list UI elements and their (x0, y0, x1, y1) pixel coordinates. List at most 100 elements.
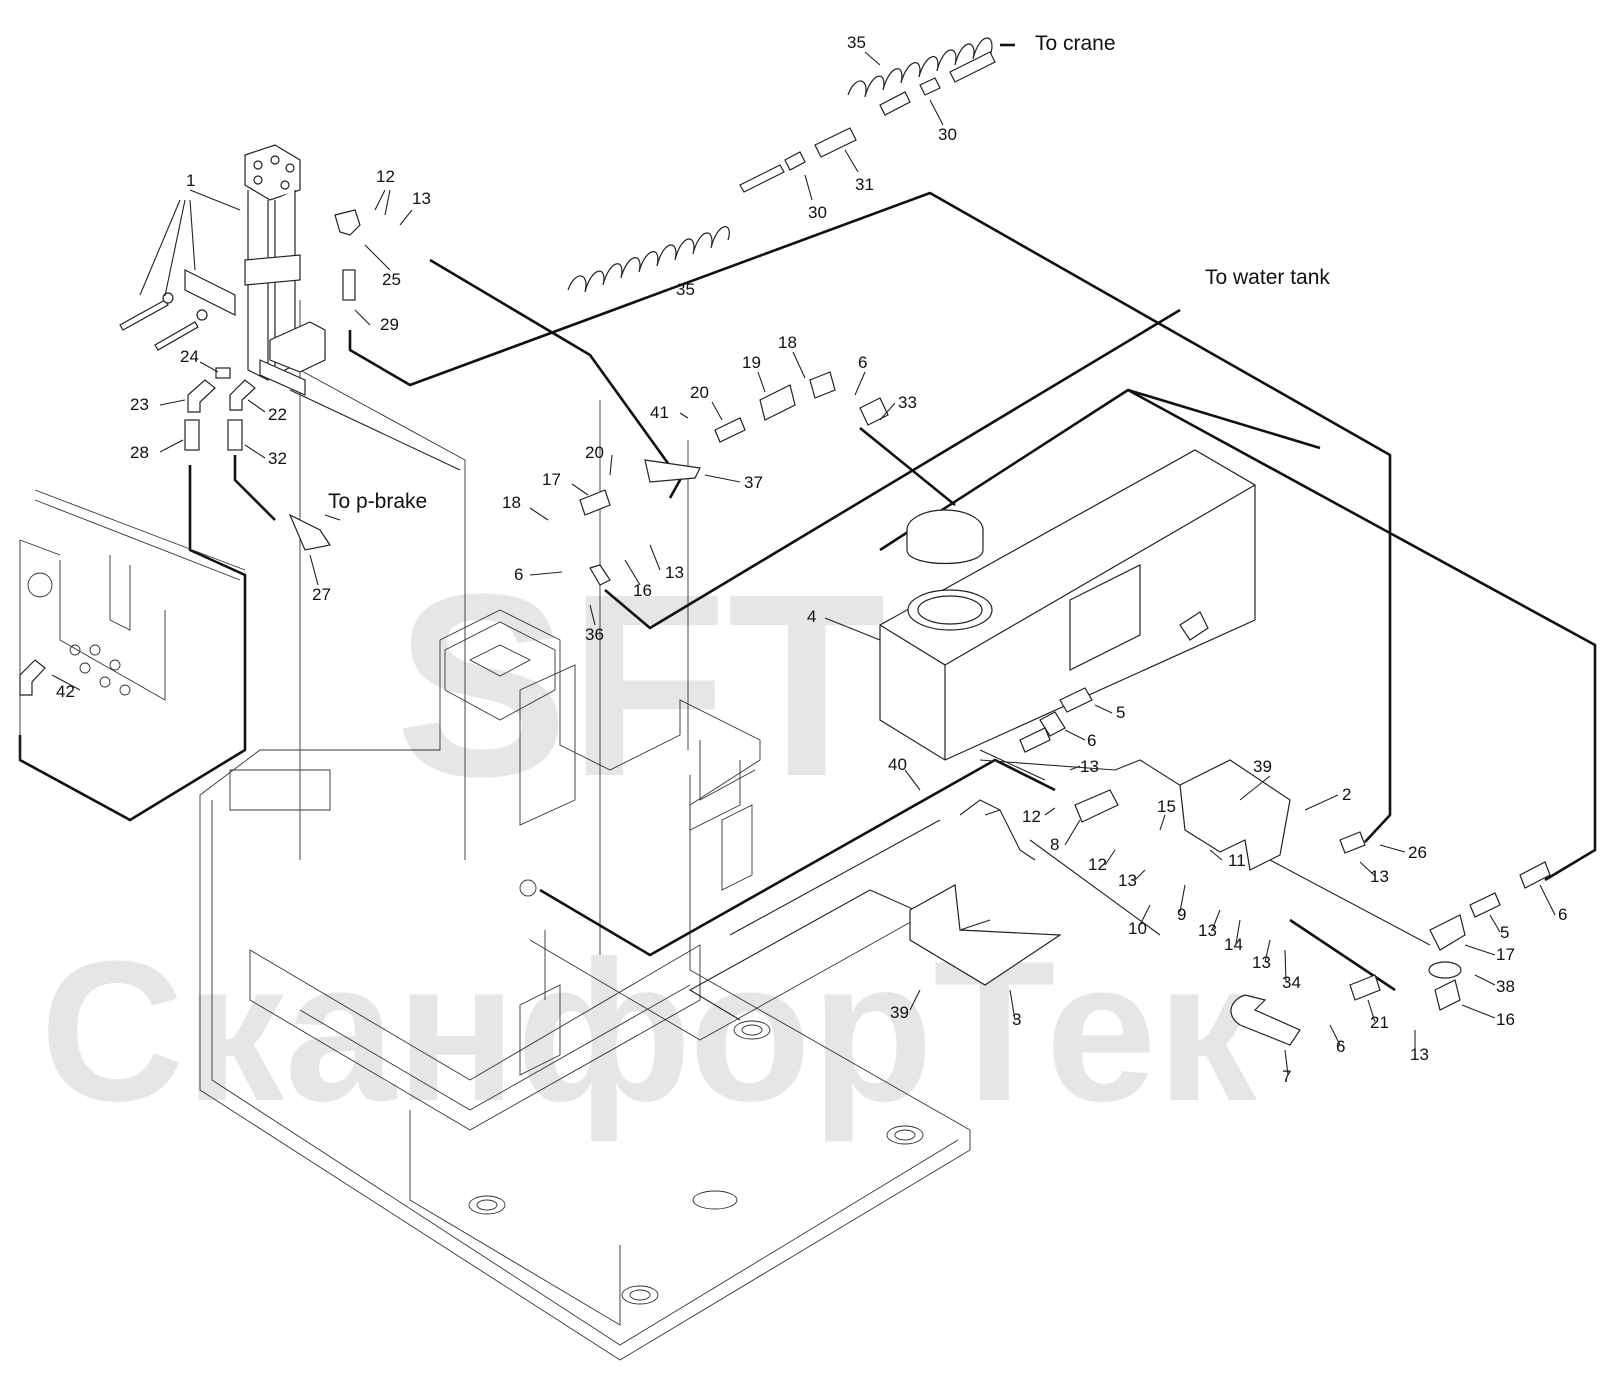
callout-7: 7 (1282, 1067, 1291, 1086)
callout-31: 31 (855, 175, 874, 194)
callout-41: 41 (650, 403, 669, 422)
callout-13-mid: 13 (665, 563, 684, 582)
callout-22: 22 (268, 405, 287, 424)
callout-6-right: 6 (1558, 905, 1567, 924)
watermark-scanfortek: СканфорТек (40, 920, 1258, 1143)
watermark: SFT СканфорТек (40, 541, 1258, 1143)
note-to-water-tank: To water tank (1205, 266, 1330, 289)
callout-37: 37 (744, 473, 763, 492)
callout-19: 19 (742, 353, 761, 372)
hose-end-26 (1339, 831, 1366, 854)
spiral-guard-35-upper (847, 37, 993, 98)
callout-18-top: 18 (778, 333, 797, 352)
callout-2: 2 (1342, 785, 1351, 804)
callout-6-bottom: 6 (1336, 1037, 1345, 1056)
callout-13-row2: 13 (1252, 953, 1271, 972)
callout-6-top: 6 (858, 353, 867, 372)
bolt-long (119, 299, 169, 331)
leader-ticks (51, 51, 1556, 1076)
tee-17 (1429, 914, 1466, 951)
hose-section (1019, 727, 1051, 753)
callout-40: 40 (888, 755, 907, 774)
hose-end-32 (227, 419, 243, 451)
assembly-lines (289, 389, 1431, 1021)
hose-end-29 (342, 269, 356, 301)
valve-19 (759, 384, 796, 421)
elbow-16b (1434, 979, 1461, 1011)
clamp-38 (1428, 961, 1462, 979)
water-tank-part-4 (879, 449, 1256, 761)
callout-13-valve: 13 (1080, 757, 1099, 776)
adapter-30 (784, 151, 806, 171)
callout-16-right: 16 (1496, 1010, 1515, 1029)
callout-30-upper: 30 (938, 125, 957, 144)
callout-20-top: 20 (690, 383, 709, 402)
watermark-sft: SFT (395, 541, 886, 831)
callout-4: 4 (807, 607, 816, 626)
callout-33: 33 (898, 393, 917, 412)
bracket-37 (644, 459, 701, 483)
hose-lines (18, 43, 1597, 992)
washer (196, 309, 208, 321)
callout-1: 1 (186, 171, 195, 190)
callout-11: 11 (1228, 851, 1246, 870)
callout-32: 32 (268, 449, 287, 468)
nipple-24 (215, 367, 231, 379)
valve-cylinder-part-1 (244, 144, 326, 396)
bolt-short (154, 321, 199, 351)
callout-14: 14 (1224, 935, 1243, 954)
callout-25: 25 (382, 270, 401, 289)
callout-10: 10 (1128, 919, 1147, 938)
callout-8: 8 (1050, 835, 1059, 854)
callout-17-right: 17 (1496, 945, 1515, 964)
note-to-p-brake: To p-brake (328, 490, 427, 513)
plate-part-3 (909, 884, 1062, 986)
callout-26: 26 (1408, 843, 1427, 862)
elbow-22 (229, 379, 256, 411)
callout-28: 28 (130, 443, 149, 462)
hose-end-36 (589, 564, 611, 586)
callout-5-tank: 5 (1116, 703, 1125, 722)
callout-6-mid: 6 (514, 565, 523, 584)
adapter-30-upper (919, 77, 941, 96)
callout-15: 15 (1157, 797, 1176, 816)
callout-13-row: 13 (1198, 921, 1217, 940)
callout-36: 36 (585, 625, 604, 644)
callout-13-right: 13 (1370, 867, 1389, 886)
detail-inset (19, 489, 246, 760)
valve-8 (1074, 789, 1119, 823)
tee-17a (579, 489, 611, 516)
callout-13-bottom: 13 (1410, 1045, 1429, 1064)
hose-end-33 (859, 397, 889, 426)
callout-16-mid: 16 (633, 581, 652, 600)
callout-6-tank: 6 (1087, 731, 1096, 750)
callout-35-lower: 35 (676, 280, 695, 299)
hose-end-upper (949, 51, 996, 83)
callout-39-plate: 39 (890, 1003, 909, 1022)
callout-29: 29 (380, 315, 399, 334)
hose-end-28 (184, 419, 200, 451)
callout-18-mid: 18 (502, 493, 521, 512)
elbow-25 (334, 209, 361, 236)
callout-17-mid: 17 (542, 470, 561, 489)
callout-12-top: 12 (376, 167, 395, 186)
callout-13-top: 13 (412, 189, 431, 208)
callout-12-valve: 12 (1022, 807, 1041, 826)
note-to-crane: To crane (1035, 32, 1116, 55)
callout-20-mid: 20 (585, 443, 604, 462)
elbow-23 (187, 379, 216, 413)
hose-end-6b (1519, 861, 1551, 889)
callout-38: 38 (1496, 977, 1515, 996)
hose-section (879, 91, 911, 116)
nipple-5 (1059, 687, 1093, 713)
callout-21: 21 (1370, 1013, 1389, 1032)
callout-27: 27 (312, 585, 331, 604)
hose-elbow-part-7 (1230, 994, 1301, 1046)
fitting-27 (288, 513, 331, 551)
callout-24: 24 (180, 347, 199, 366)
callout-13-lower: 13 (1118, 871, 1137, 890)
nipple-20 (714, 417, 746, 443)
callout-12-lower: 12 (1088, 855, 1107, 874)
notes: To crane To water tank To p-brake (328, 32, 1330, 513)
